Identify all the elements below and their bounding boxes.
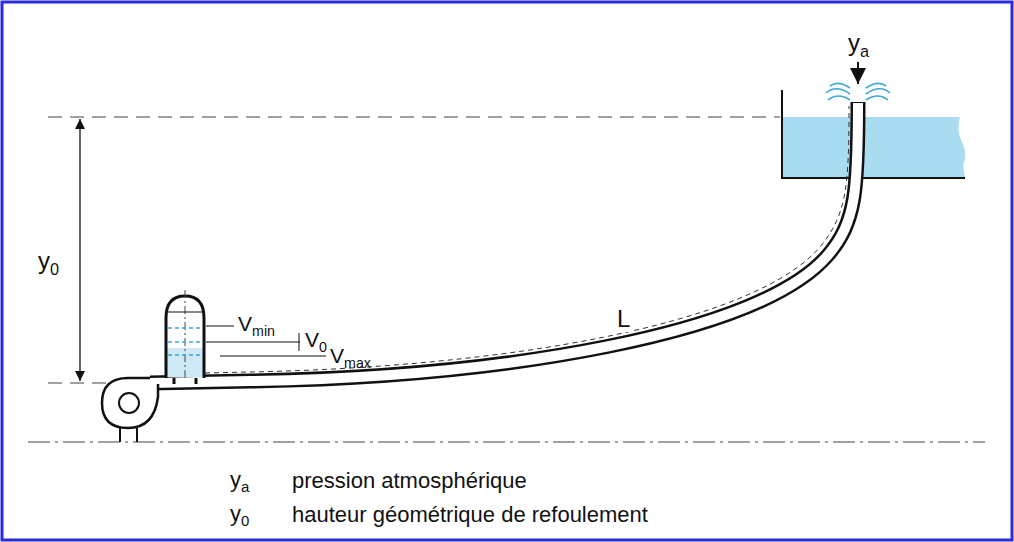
dimension-arrow — [79, 119, 80, 381]
water-spray — [826, 83, 890, 100]
volume-label: Vmin — [238, 312, 275, 340]
legend-symbol: ya — [230, 468, 249, 496]
volume-label: Vmax — [330, 344, 371, 372]
pressure-symbol: ya — [848, 30, 869, 61]
pump-impeller — [119, 393, 139, 413]
legend-text: pression atmosphérique — [292, 469, 527, 493]
legend-symbol: y0 — [230, 502, 249, 530]
vessel-seam — [166, 311, 204, 312]
reservoir-water — [866, 117, 874, 177]
reservoir-water — [782, 117, 965, 178]
dimension-label: y0 — [38, 248, 59, 279]
level-line — [48, 116, 780, 117]
legend-text: hauteur géométrique de refoulement — [292, 503, 648, 527]
vessel-neck — [174, 378, 196, 384]
pressure-arrow — [857, 62, 859, 84]
pipe-bore — [150, 103, 858, 383]
water-level — [168, 328, 202, 355]
center-line — [185, 290, 186, 378]
volume-label: V0 — [305, 328, 327, 356]
reservoir-wall — [782, 90, 965, 178]
pipe — [150, 102, 858, 383]
center-line — [28, 442, 985, 443]
pressure-line — [205, 106, 849, 373]
pump-volute — [102, 378, 158, 428]
length-label: L — [615, 306, 632, 332]
pump-support — [120, 428, 137, 442]
